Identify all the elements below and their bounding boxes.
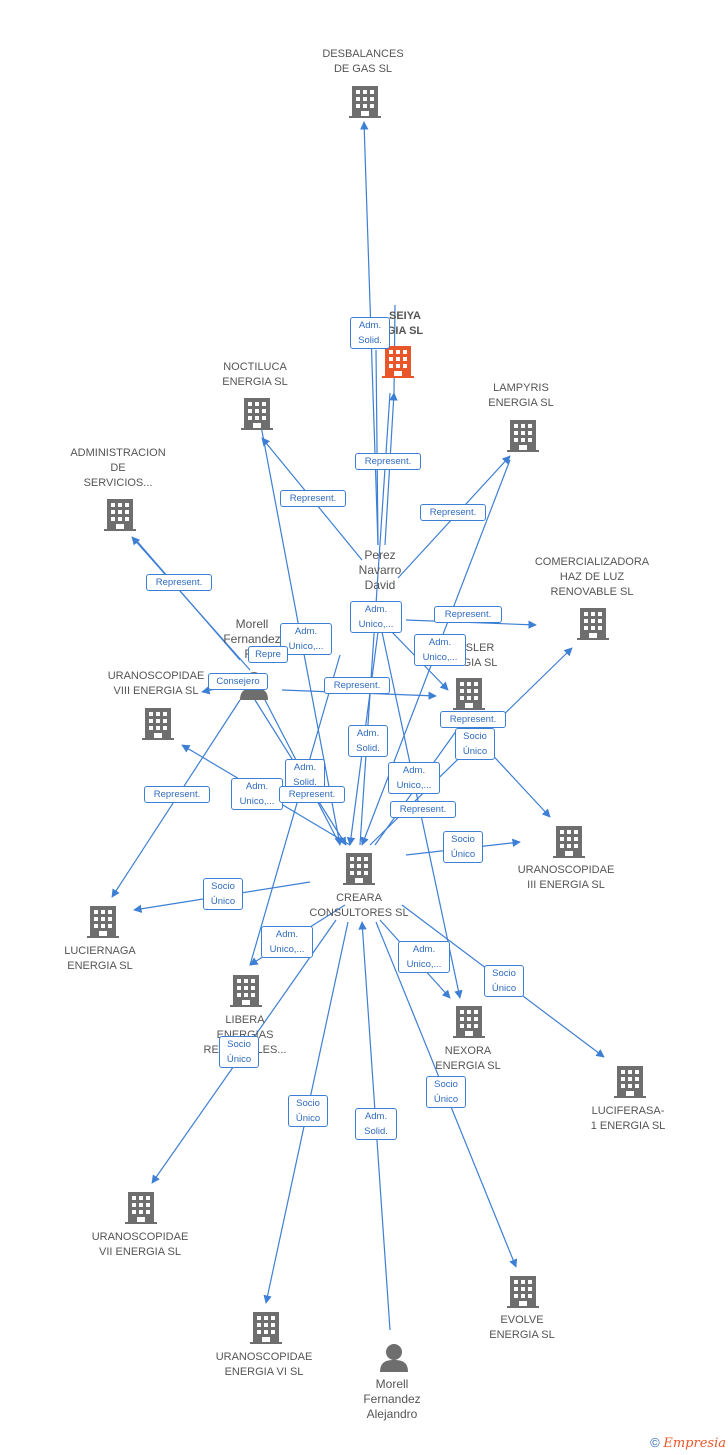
edge-label-represent-lampyris[interactable]: Represent.: [420, 504, 486, 521]
edge-perez-seiya2: [375, 349, 379, 546]
edge-label-adm-unico-libera[interactable]: Adm. Unico,...: [261, 926, 313, 958]
edge-label-adm-unico-sler[interactable]: Adm. Unico,...: [414, 634, 466, 666]
edge-label-socio-unico-uranos-vii[interactable]: Socio Único: [219, 1036, 259, 1068]
uranos-vi-building-icon: [250, 1312, 282, 1344]
node-seiya[interactable]: SEIYA GIA SL: [386, 310, 424, 337]
node-administracion[interactable]: ADMINISTRACION DE SERVICIOS...: [70, 447, 166, 489]
edge-label-socio-unico-uranos-iii[interactable]: Socio Único: [443, 831, 483, 863]
edge-label-adm-unico-uranos-viii[interactable]: Adm. Unico,...: [231, 778, 283, 810]
edge-label-represent-noctiluca[interactable]: Represent.: [280, 490, 346, 507]
edge-label-adm-solid-creara[interactable]: Adm. Solid.: [348, 725, 388, 757]
node-uranos-vi[interactable]: URANOSCOPIDAE ENERGIA VI SL: [215, 1351, 313, 1378]
node-desbalances[interactable]: DESBALANCES DE GAS SL: [322, 48, 404, 75]
evolve-building-icon: [507, 1276, 539, 1308]
libera-building-icon: [230, 975, 262, 1007]
edge-label-represent-luciernaga[interactable]: Represent.: [144, 786, 210, 803]
node-sler[interactable]: SLER GIA SL: [462, 642, 498, 669]
edge-label-socio-unico-sler[interactable]: Socio Único: [455, 728, 495, 760]
edge-label-adm-unico-lampyris[interactable]: Adm. Unico,...: [388, 762, 440, 794]
node-perez[interactable]: Perez Navarro David: [358, 548, 402, 592]
node-lampyris[interactable]: LAMPYRIS ENERGIA SL: [488, 382, 554, 409]
edge-label-adm-unico-noctiluca[interactable]: Adm. Unico,...: [280, 623, 332, 655]
luciferasa-building-icon: [614, 1066, 646, 1098]
node-luciferasa[interactable]: LUCIFERASA- 1 ENERGIA SL: [590, 1105, 666, 1132]
edge-label-adm-unico-perez[interactable]: Adm. Unico,...: [350, 601, 402, 633]
noctiluca-building-icon: [241, 398, 273, 430]
edge-label-adm-solid-morell-alej[interactable]: Adm. Solid.: [355, 1108, 397, 1140]
node-noctiluca[interactable]: NOCTILUCA ENERGIA SL: [222, 361, 288, 388]
node-uranos-viii[interactable]: URANOSCOPIDAE VIII ENERGIA SL: [107, 670, 205, 697]
node-morell-alej[interactable]: Morell Fernandez Alejandro: [363, 1377, 421, 1421]
edge-label-represent-comercializadora3[interactable]: Represent.: [390, 801, 456, 818]
node-uranos-vii[interactable]: URANOSCOPIDAE VII ENERGIA SL: [91, 1231, 189, 1258]
desbalances-building-icon: [349, 86, 381, 118]
edge-label-adm-unico-nexora[interactable]: Adm. Unico,...: [398, 941, 450, 973]
edge-label-represent-comercializadora[interactable]: Represent.: [434, 606, 502, 623]
node-uranos-iii[interactable]: URANOSCOPIDAE III ENERGIA SL: [517, 864, 615, 891]
edge-label-socio-unico-luciernaga[interactable]: Socio Único: [203, 878, 243, 910]
uranos-iii-building-icon: [553, 826, 585, 858]
lampyris-building-icon: [507, 420, 539, 452]
uranos-viii-building-icon: [142, 708, 174, 740]
edge-label-represent-creara[interactable]: Represent.: [279, 786, 345, 803]
edge-label-consejero[interactable]: Consejero: [208, 673, 268, 690]
edge-label-represent-seiya[interactable]: Represent.: [355, 453, 421, 470]
edge-label-adm-solid-seiya[interactable]: Adm. Solid.: [350, 317, 390, 349]
node-nexora[interactable]: NEXORA ENERGIA SL: [435, 1045, 501, 1072]
node-evolve[interactable]: EVOLVE ENERGIA SL: [489, 1314, 555, 1341]
brand-logo[interactable]: Empresia: [663, 1436, 726, 1451]
edge-label-repre[interactable]: Repre: [248, 646, 288, 663]
node-comercializadora[interactable]: COMERCIALIZADORA HAZ DE LUZ RENOVABLE SL: [534, 556, 650, 598]
administracion-building-icon: [104, 499, 136, 531]
edge-label-socio-unico-luciferasa[interactable]: Socio Único: [484, 965, 524, 997]
edge-label-represent-comercializadora2[interactable]: Represent.: [440, 711, 506, 728]
creara-building-icon: [343, 853, 375, 885]
nexora-building-icon: [453, 1006, 485, 1038]
edge-label-adm-solid-morell[interactable]: Adm. Solid.: [285, 759, 325, 791]
morell-alej-person-icon: [380, 1344, 408, 1372]
edge-label-represent-sler[interactable]: Represent.: [324, 677, 390, 694]
comercializadora-building-icon: [577, 608, 609, 640]
uranos-vii-building-icon: [125, 1192, 157, 1224]
node-creara[interactable]: CREARA CONSULTORES SL: [309, 892, 409, 919]
seiya-building-icon: [382, 346, 414, 378]
footer-credit: © Empresia: [650, 1435, 726, 1451]
copyright-icon: ©: [650, 1435, 660, 1450]
luciernaga-building-icon: [87, 906, 119, 938]
sler-building-icon: [453, 678, 485, 710]
edge-perez-libera: [249, 654, 341, 966]
edge-label-socio-unico-uranos-vi[interactable]: Socio Único: [288, 1095, 328, 1127]
edge-label-socio-unico-evolve[interactable]: Socio Único: [426, 1076, 466, 1108]
edge-morell-administracion2: [135, 539, 241, 661]
node-luciernaga[interactable]: LUCIERNAGA ENERGIA SL: [64, 945, 136, 972]
edge-label-represent-administracion[interactable]: Represent.: [146, 574, 212, 591]
